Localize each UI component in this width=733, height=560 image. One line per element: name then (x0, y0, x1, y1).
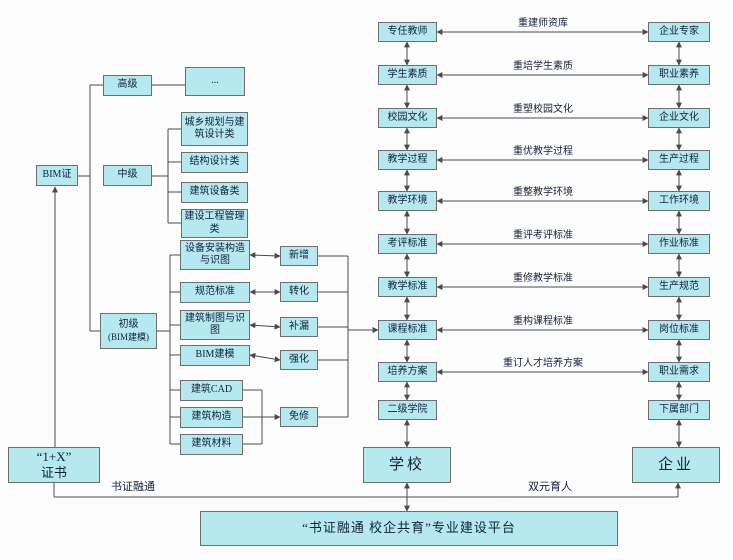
enterprise-item-production-process: 生产过程 (648, 150, 710, 170)
reform-label-curriculum-standard: 重构课程标准 (513, 316, 573, 327)
beginner-course-cad: 建筑CAD (180, 380, 243, 401)
beginner-course-bim-modeling: BIM建模 (180, 345, 250, 366)
enterprise-item-operation-standard: 作业标准 (648, 234, 710, 254)
intermediate-category-planning: 城乡规划与建筑设计类 (181, 112, 248, 146)
beginner-course-installation-drawing: 设备安装构造与识图 (180, 240, 250, 270)
bottom-bus-lines (53, 482, 681, 512)
reform-label-student-quality: 重培学生素质 (513, 61, 573, 72)
enterprise-item-post-standard: 岗位标准 (648, 320, 710, 340)
school-item-student-quality: 学生素质 (378, 65, 437, 85)
enterprise-item-experts: 企业专家 (648, 22, 710, 42)
platform-banner: “书证融通 校企共育”专业建设平台 (200, 511, 618, 546)
row-mapping-lines (436, 29, 649, 375)
edge-label-dual-education: 双元育人 (528, 481, 572, 493)
enterprise-item-subordinate-departments: 下属部门 (648, 400, 710, 420)
enterprise-item-work-environment: 工作环境 (648, 191, 710, 211)
level-beginner-line1: 初级 (118, 319, 139, 331)
enterprise-item-career-demand: 职业需求 (648, 362, 710, 382)
beginner-course-drafting-reading: 建筑制图与识图 (180, 310, 250, 340)
action-exempt: 免修 (280, 407, 318, 427)
beginner-course-code-standard: 规范标准 (180, 282, 250, 303)
enterprise-item-professional-quality: 职业素养 (648, 65, 710, 85)
school-item-campus-culture: 校园文化 (378, 108, 437, 128)
intermediate-category-management: 建设工程管理类 (181, 209, 248, 238)
action-convert: 转化 (280, 282, 318, 302)
school-item-assessment-standard: 考评标准 (378, 234, 437, 254)
reform-label-faculty: 重建师资库 (518, 18, 568, 29)
bim-cert-node: BIM证 (36, 165, 78, 186)
reform-label-teaching-process: 重优教学过程 (513, 146, 573, 157)
level-beginner-line2: (BIM建模) (108, 331, 149, 342)
enterprise-item-production-spec: 生产规范 (648, 277, 710, 297)
certificate-tree-lines (78, 84, 185, 445)
enterprise-node: 企业 (632, 447, 720, 483)
school-item-teaching-environment: 教学环境 (378, 191, 437, 211)
school-item-teaching-process: 教学过程 (378, 150, 437, 170)
level-advanced-node: 高级 (103, 75, 152, 96)
beginner-course-materials: 建筑材料 (180, 434, 243, 455)
school-node: 学校 (363, 447, 451, 483)
school-item-faculty: 专任教师 (378, 22, 437, 42)
school-item-secondary-college: 二级学院 (378, 400, 437, 420)
level-intermediate-node: 中级 (103, 165, 152, 186)
reform-label-campus-culture: 重塑校园文化 (513, 104, 573, 115)
action-fill-gap: 补漏 (280, 317, 318, 337)
school-item-teaching-standard: 教学标准 (378, 277, 437, 297)
school-item-curriculum-standard: 课程标准 (378, 320, 437, 340)
beginner-course-construction: 建筑构造 (180, 407, 243, 428)
cert-1x-line1: “1+X” (36, 448, 72, 464)
cert-1x-line2: 证书 (40, 465, 67, 480)
level-beginner-node: 初级 (BIM建模) (100, 313, 157, 349)
reform-label-teaching-environment: 重整教学环境 (513, 187, 573, 198)
cert-1x-node: “1+X” 证书 (8, 447, 100, 483)
enterprise-item-corporate-culture: 企业文化 (648, 108, 710, 128)
intermediate-category-equipment: 建筑设备类 (181, 182, 248, 203)
reform-label-teaching-standard: 重修教学标准 (513, 273, 573, 284)
action-reinforce: 强化 (280, 350, 318, 370)
intermediate-category-structure: 结构设计类 (181, 152, 248, 173)
reform-label-assessment-standard: 重评考评标准 (513, 230, 573, 241)
action-add: 新增 (280, 246, 318, 266)
advanced-ellipsis-node: ... (185, 67, 245, 96)
action-curriculum-lines (318, 255, 379, 418)
reform-label-training-plan: 重订人才培养方案 (503, 358, 583, 369)
course-action-lines (243, 252, 281, 445)
school-item-training-plan: 培养方案 (378, 362, 437, 382)
edge-label-certificate-integration: 书证融通 (111, 481, 155, 493)
